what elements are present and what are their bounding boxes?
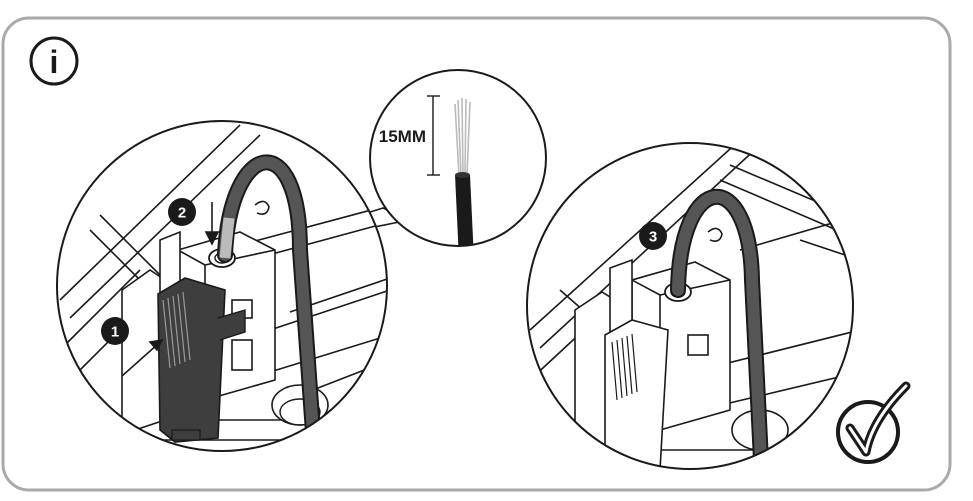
svg-text:3: 3 [649,229,657,246]
svg-text:1: 1 [111,324,119,341]
strip-length-detail: 15MM [369,69,547,247]
stripped-wire-strands [454,97,471,176]
stripped-wire-strands [219,217,235,259]
step-3-view [526,142,854,470]
dimension-label: 15MM [379,127,426,146]
step-badge-3: 3 [639,222,667,250]
info-icon-glyph: i [50,44,59,80]
dimension-marker [427,95,440,176]
insulated-wire [455,175,474,246]
connector [604,319,669,469]
screw-arrow [204,202,220,246]
step-badge-2: 2 [168,198,196,226]
checkmark-icon [836,381,911,464]
info-icon: i [29,36,79,86]
connector [157,277,246,443]
svg-text:2: 2 [178,205,186,222]
step-badge-1: 1 [101,317,129,345]
step-1-2-view [56,120,388,452]
push-arrow [121,338,164,377]
